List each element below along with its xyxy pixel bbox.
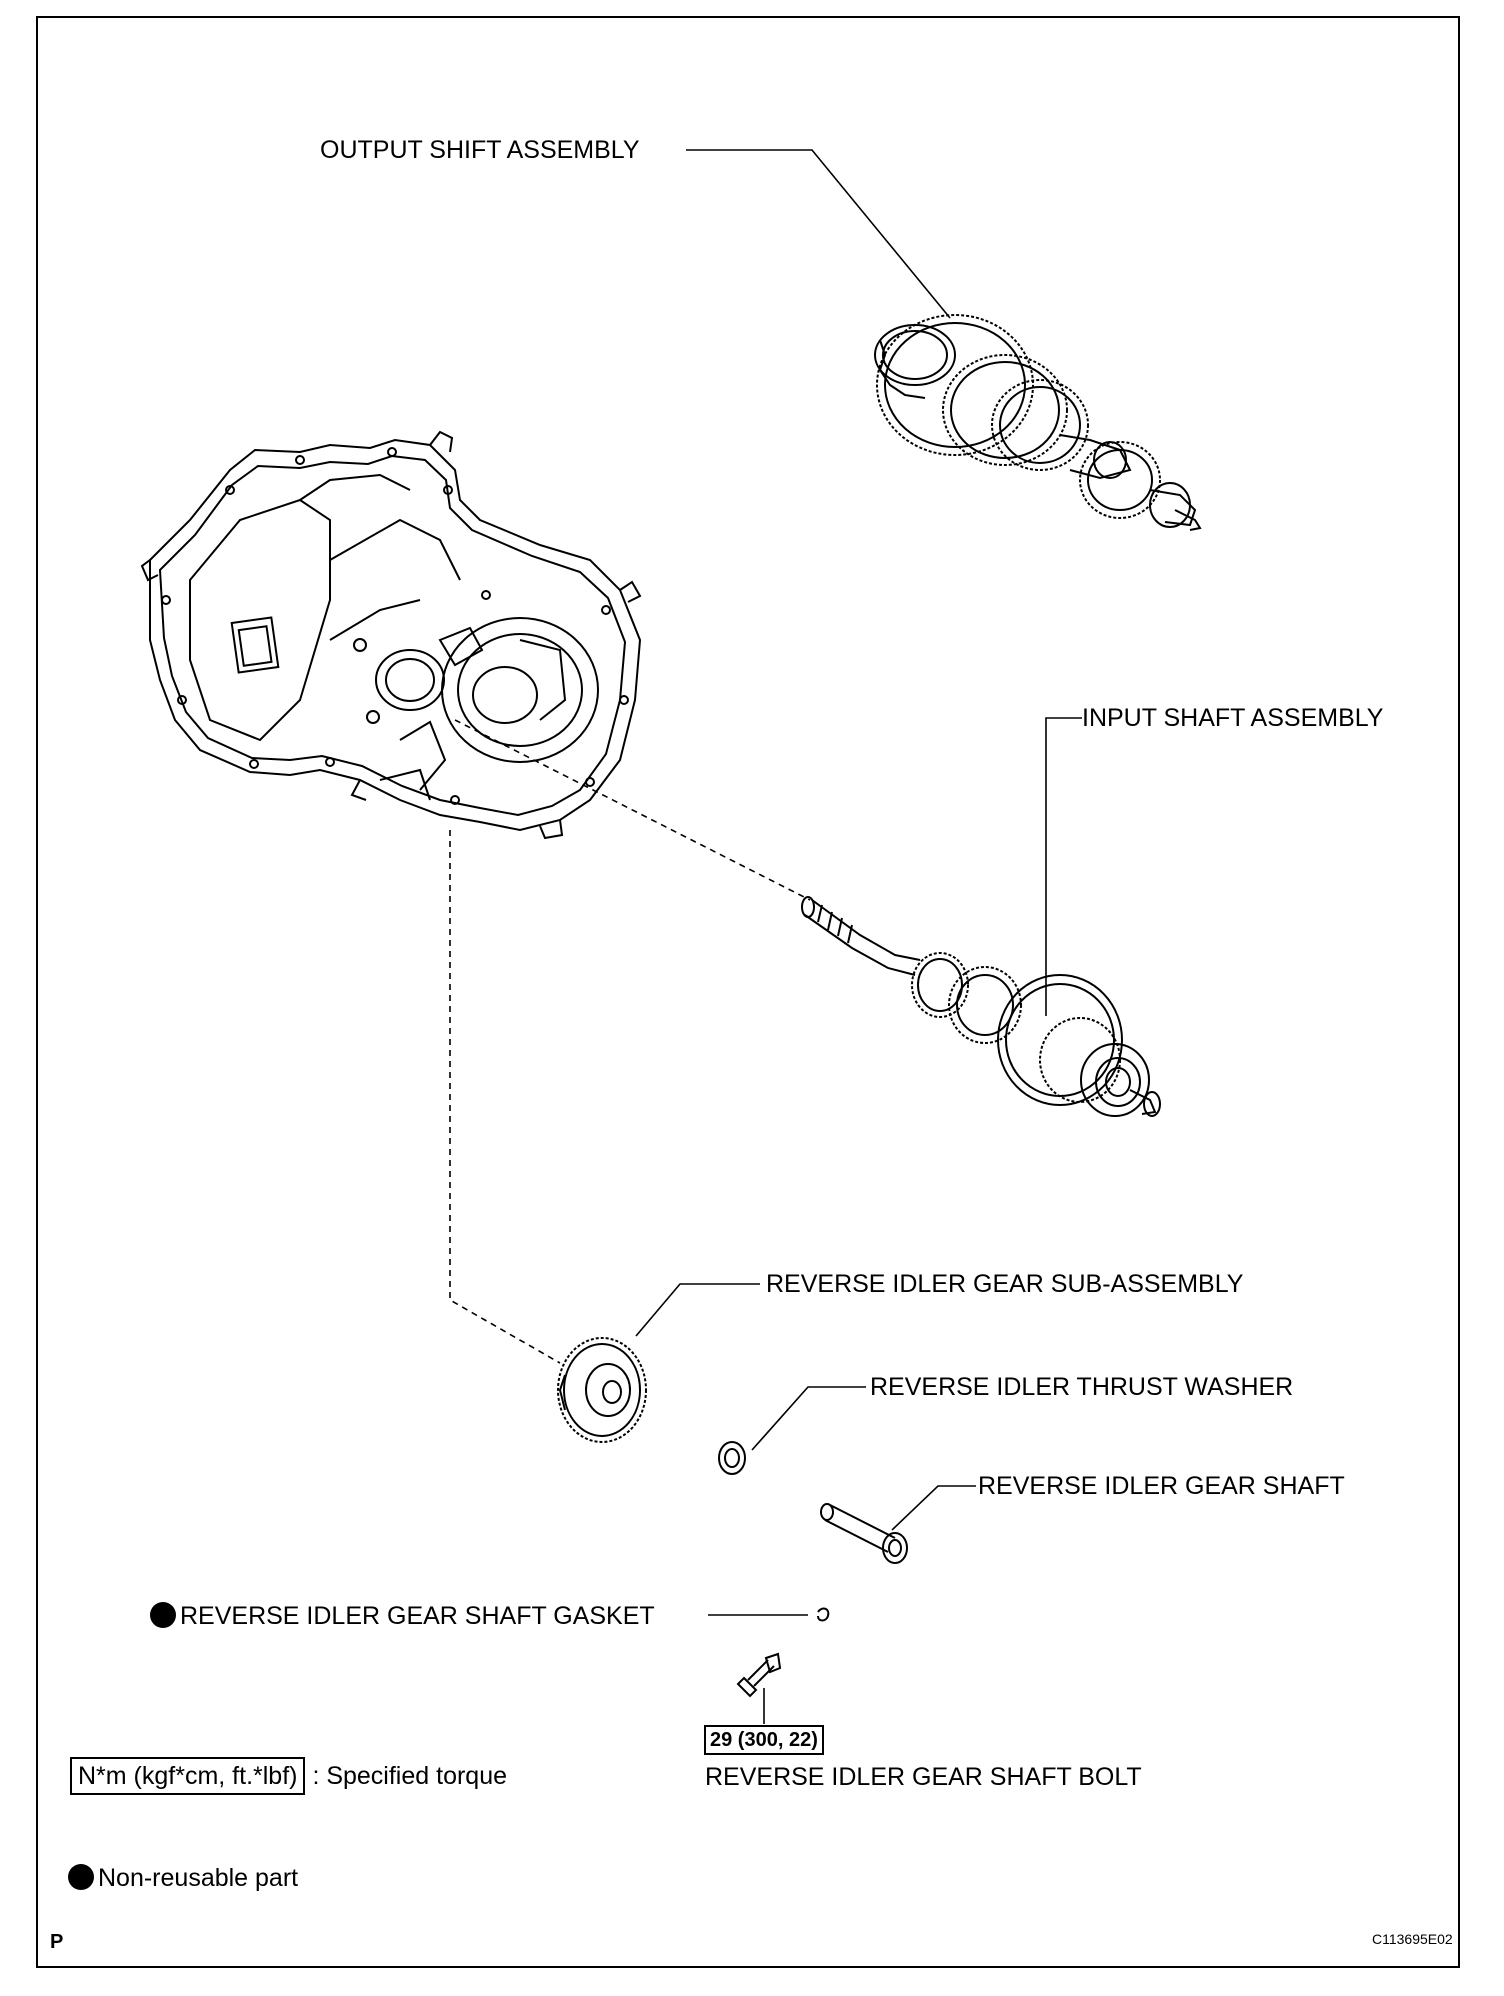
gasket-label-text: REVERSE IDLER GEAR SHAFT GASKET [180,1602,655,1630]
reverse-idler-gear-illustration [557,1337,647,1443]
label-reverse-idler-gear-sub-assembly: REVERSE IDLER GEAR SUB-ASSEMBLY [766,1270,1244,1298]
torque-legend-text: : Specified torque [312,1762,508,1790]
non-reusable-legend-icon [68,1864,94,1890]
torque-unit-box: N*m (kgf*cm, ft.*lbf) [70,1757,306,1795]
label-reverse-idler-gear-shaft-bolt: REVERSE IDLER GEAR SHAFT BOLT [705,1763,1142,1791]
idler-shaft-illustration [820,1503,908,1564]
output-shaft-illustration [874,314,1202,531]
label-reverse-idler-gear-shaft-gasket: REVERSE IDLER GEAR SHAFT GASKET [150,1602,655,1629]
transmission-case-illustration [140,430,642,840]
nonreusable-legend: Non-reusable part [68,1864,298,1891]
label-reverse-idler-gear-shaft: REVERSE IDLER GEAR SHAFT [978,1472,1345,1500]
non-reusable-marker-icon [150,1602,176,1628]
leader-lines [635,149,1082,1724]
figure-code: C113695E02 [1372,1931,1453,1947]
label-input-shaft-assembly: INPUT SHAFT ASSEMBLY [1082,704,1384,732]
corner-mark-p: P [50,1931,64,1953]
torque-legend: N*m (kgf*cm, ft.*lbf) : Specified torque [70,1757,508,1795]
gasket-illustration [817,1607,830,1622]
input-shaft-illustration [801,896,1161,1117]
thrust-washer-illustration [718,1441,746,1475]
label-output-shaft-assembly: OUTPUT SHIFT ASSEMBLY [320,136,640,164]
label-reverse-idler-thrust-washer: REVERSE IDLER THRUST WASHER [870,1373,1294,1401]
figure-frame [36,16,1460,1968]
bolt-torque-value: 29 (300, 22) [704,1725,824,1755]
alignment-lines [449,719,811,1364]
nonreusable-legend-text: Non-reusable part [98,1864,299,1892]
bolt-illustration [736,1652,782,1698]
